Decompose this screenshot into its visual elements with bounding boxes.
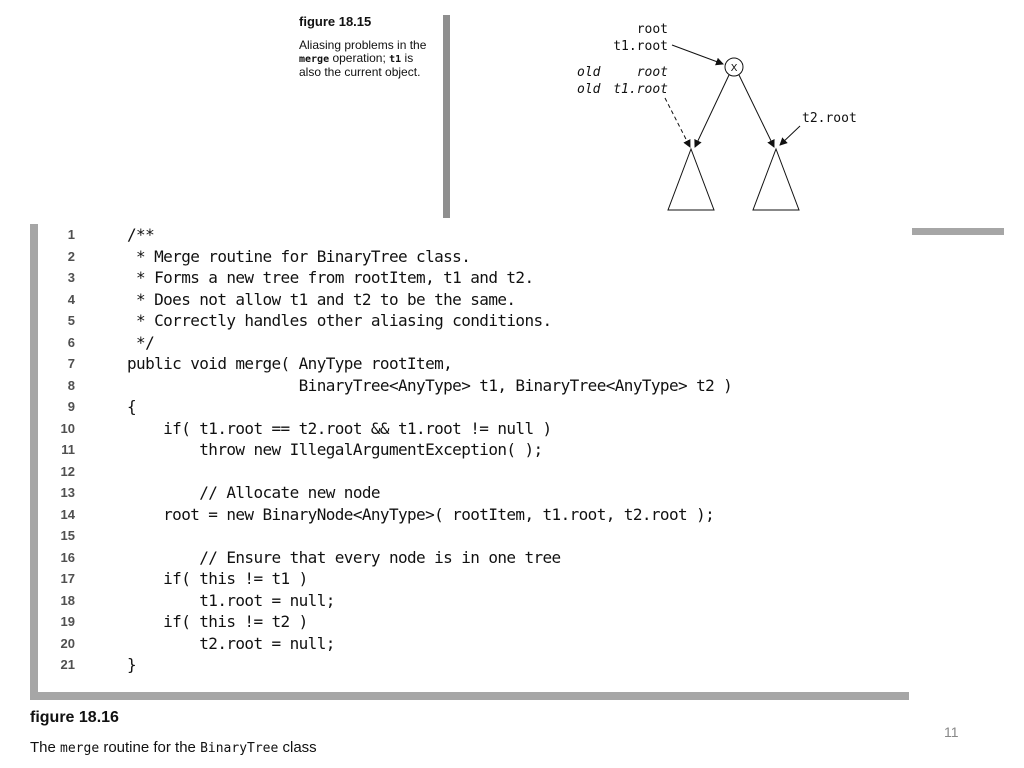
line-number: 2 bbox=[67, 248, 75, 264]
line-number: 3 bbox=[67, 270, 75, 285]
line-number: 12 bbox=[60, 463, 75, 479]
caption-code: merge bbox=[60, 741, 100, 756]
line-number: 16 bbox=[60, 549, 75, 565]
caption-text: operation; bbox=[329, 51, 390, 65]
root-label: root bbox=[637, 22, 668, 37]
code-frame-left bbox=[30, 224, 38, 700]
caption-code: merge bbox=[299, 54, 330, 65]
t1-root-arrow bbox=[671, 44, 724, 66]
line-number: 1 bbox=[67, 227, 75, 242]
right-subtree bbox=[752, 147, 800, 211]
caption-text: is also the current object. bbox=[299, 51, 421, 79]
line-number: 11 bbox=[61, 442, 75, 457]
code-text: root = new BinaryNode<AnyType>( rootItem… bbox=[127, 504, 715, 524]
t2-root-label: t2.root bbox=[802, 111, 857, 126]
code-text: * Correctly handles other aliasing condi… bbox=[127, 311, 552, 330]
page-number: 11 bbox=[944, 724, 959, 740]
code-text: * Forms a new tree from rootItem, t1 and… bbox=[127, 268, 534, 287]
line-number: 17 bbox=[60, 571, 75, 586]
line-number: 5 bbox=[67, 313, 75, 328]
line-number: 6 bbox=[67, 334, 75, 350]
t2-root-arrow bbox=[779, 125, 801, 146]
left-child-edge bbox=[694, 74, 730, 148]
code-text: } bbox=[127, 655, 137, 674]
old-root-label: root bbox=[637, 65, 668, 80]
figure-18-15-caption: figure 18.15 Aliasing problems in the me… bbox=[299, 14, 434, 79]
line-number: 15 bbox=[60, 528, 75, 543]
caption-text: class bbox=[278, 739, 317, 756]
old-t1-root-arrow bbox=[664, 97, 691, 148]
line-number: 14 bbox=[60, 506, 75, 522]
t1-root-label: t1.root bbox=[613, 39, 668, 54]
caption-text: routine for the bbox=[99, 739, 201, 756]
code-text: BinaryTree<AnyType> t1, BinaryTree<AnyTy… bbox=[127, 375, 733, 395]
line-number: 10 bbox=[60, 420, 75, 436]
figure-18-15-description: Aliasing problems in the merge operation… bbox=[299, 39, 434, 79]
code-frame-stub bbox=[912, 228, 1004, 235]
code-text: */ bbox=[127, 332, 155, 352]
line-number: 4 bbox=[67, 291, 75, 307]
figure-18-15-title: figure 18.15 bbox=[299, 14, 372, 29]
caption-code: BinaryTree bbox=[200, 741, 279, 756]
code-text: if( t1.root == t2.root && t1.root != nul… bbox=[127, 418, 552, 438]
line-number: 9 bbox=[67, 399, 75, 414]
code-frame-bottom bbox=[30, 692, 909, 700]
code-text: // Ensure that every node is in one tree bbox=[127, 547, 561, 567]
code-text: /** bbox=[127, 225, 155, 244]
old-label: old bbox=[577, 82, 601, 97]
line-number: 8 bbox=[67, 377, 75, 393]
line-number: 18 bbox=[60, 592, 75, 608]
line-number: 21 bbox=[60, 657, 75, 672]
code-text: if( this != t2 ) bbox=[127, 612, 308, 631]
figure-divider bbox=[443, 15, 450, 218]
code-text: public void merge( AnyType rootItem, bbox=[127, 354, 453, 373]
old-t1-root-label: t1.root bbox=[613, 82, 668, 97]
caption-text: The bbox=[30, 739, 61, 756]
code-text: * Merge routine for BinaryTree class. bbox=[127, 246, 471, 266]
right-child-edge bbox=[738, 74, 775, 148]
line-number: 7 bbox=[67, 356, 75, 371]
left-subtree bbox=[667, 147, 715, 211]
aliasing-diagram: root t1.root old root old t1.root t2.roo… bbox=[577, 22, 857, 211]
code-text: t1.root = null; bbox=[127, 590, 335, 610]
root-node-label: X bbox=[731, 63, 738, 74]
old-label: old bbox=[577, 65, 601, 80]
caption-text: Aliasing problems in the bbox=[299, 38, 427, 52]
code-text: * Does not allow t1 and t2 to be the sam… bbox=[127, 289, 516, 309]
line-number: 19 bbox=[60, 614, 75, 629]
code-text: { bbox=[127, 397, 137, 416]
figure-18-16-title: figure 18.16 bbox=[30, 709, 119, 726]
code-text: // Allocate new node bbox=[127, 483, 380, 502]
caption-code: t1 bbox=[389, 54, 402, 65]
line-number: 13 bbox=[60, 485, 75, 500]
line-number: 20 bbox=[60, 635, 75, 651]
root-node bbox=[724, 57, 744, 77]
figure-18-16-description: The merge routine for the BinaryTree cla… bbox=[30, 739, 317, 756]
code-text: if( this != t1 ) bbox=[127, 569, 308, 588]
code-text: t2.root = null; bbox=[127, 633, 335, 653]
code-text: throw new IllegalArgumentException( ); bbox=[127, 440, 543, 459]
